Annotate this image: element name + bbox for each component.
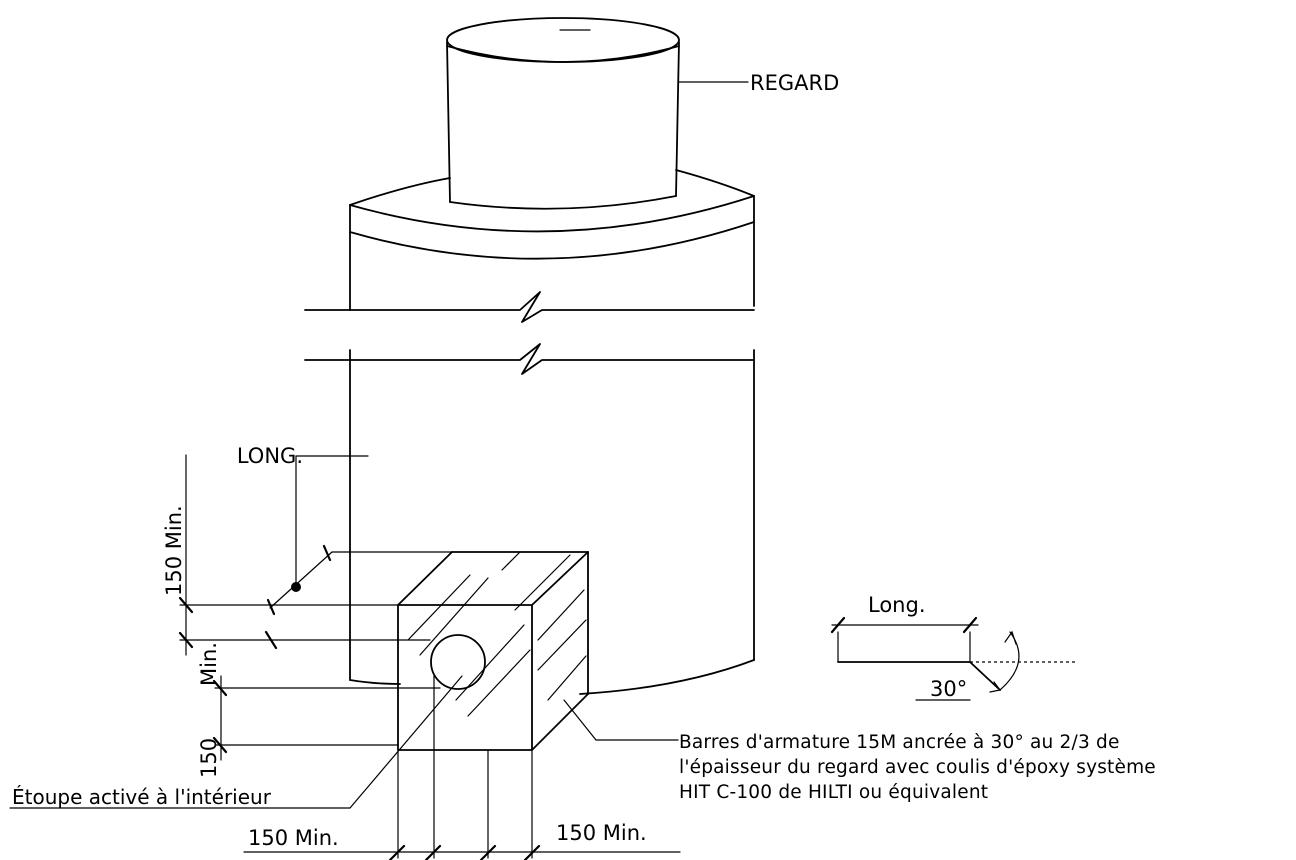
horizontal-min-left-label: 150 Min.: [248, 826, 339, 850]
regard-label: REGARD: [750, 71, 839, 95]
vertical-dimension-upper: [178, 454, 431, 656]
break-lines: [304, 291, 755, 375]
manhole-cone: [349, 169, 755, 260]
etoupe-label: Étoupe activé à l'intérieur: [12, 785, 272, 809]
long-upper-label: LONG.: [237, 444, 303, 468]
concrete-collar: [397, 551, 589, 751]
vertical-min-top-label: 150 Min.: [162, 505, 186, 596]
barres-leader: [563, 699, 679, 741]
vertical-min-mid-a: Min.: [197, 642, 221, 686]
barres-line-2: l'épaisseur du regard avec coulis d'épox…: [679, 757, 1156, 778]
vertical-min-mid-b: 150: [197, 738, 221, 778]
manhole-chimney: [446, 17, 680, 210]
barres-line-1: Barres d'armature 15M ancrée à 30° au 2/…: [679, 732, 1120, 753]
horizontal-dimensions: [243, 675, 681, 860]
long-leader: [266, 455, 453, 616]
horizontal-min-right-label: 150 Min.: [556, 821, 647, 845]
etoupe-leader: [9, 675, 463, 809]
long-lower-label: Long.: [868, 593, 926, 617]
barres-line-3: HIT C-100 de HILTI ou équivalent: [679, 782, 988, 803]
vertical-dimension-middle: [212, 675, 441, 761]
angle-label: 30°: [930, 677, 967, 701]
manhole-barrel: [349, 195, 755, 695]
anchor-detail: [830, 616, 1076, 701]
